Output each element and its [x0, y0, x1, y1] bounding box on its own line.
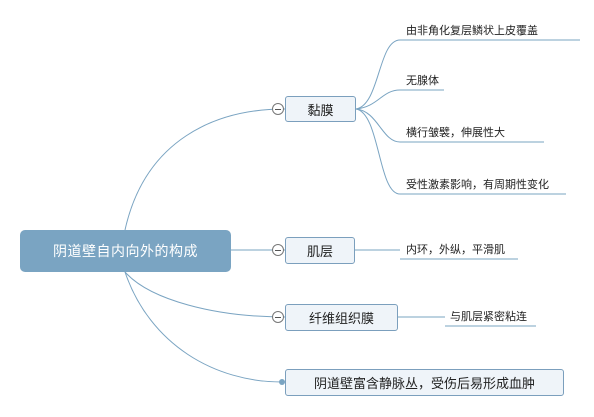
detail-text[interactable]: 由非角化复层鳞状上皮覆盖: [406, 24, 538, 37]
link-mucosa-detail-2: [355, 89, 401, 110]
branch-label: 黏膜: [307, 103, 334, 119]
detail-text[interactable]: 内环，外纵，平滑肌: [406, 243, 505, 256]
branch-node-fibrous[interactable]: 纤维组织膜: [285, 304, 398, 331]
branch-node-muscle[interactable]: 肌层: [285, 237, 355, 264]
detail-text[interactable]: 横行皱襞，伸展性大: [406, 126, 505, 139]
collapse-toggle-icon[interactable]: [272, 311, 284, 323]
branch-label: 纤维组织膜: [308, 312, 374, 327]
branch-label: 肌层: [306, 245, 333, 260]
branch-label: 阴道壁富含静脉丛，受伤后易形成血肿: [313, 377, 535, 392]
root-node[interactable]: 阴道壁自内向外的构成: [20, 230, 231, 272]
link-root-mucosa: [124, 108, 286, 231]
collapse-toggle-icon[interactable]: [272, 244, 284, 256]
detail-text[interactable]: 受性激素影响，有周期性变化: [406, 178, 549, 191]
link-mucosa-detail-3: [355, 108, 401, 143]
root-label: 阴道壁自内向外的构成: [53, 244, 198, 260]
link-root-fibrous: [124, 271, 286, 318]
link-root-venous: [124, 271, 283, 383]
branch-node-venous[interactable]: 阴道壁富含静脉丛，受伤后易形成血肿: [285, 369, 564, 396]
collapse-toggle-icon[interactable]: [272, 103, 284, 115]
connector-dot: [279, 379, 285, 385]
detail-text[interactable]: 无腺体: [406, 74, 439, 87]
link-mucosa-detail-4: [355, 108, 401, 195]
branch-node-mucosa[interactable]: 黏膜: [285, 96, 356, 122]
detail-text[interactable]: 与肌层紧密粘连: [450, 310, 527, 323]
link-mucosa-detail-1: [355, 39, 401, 110]
